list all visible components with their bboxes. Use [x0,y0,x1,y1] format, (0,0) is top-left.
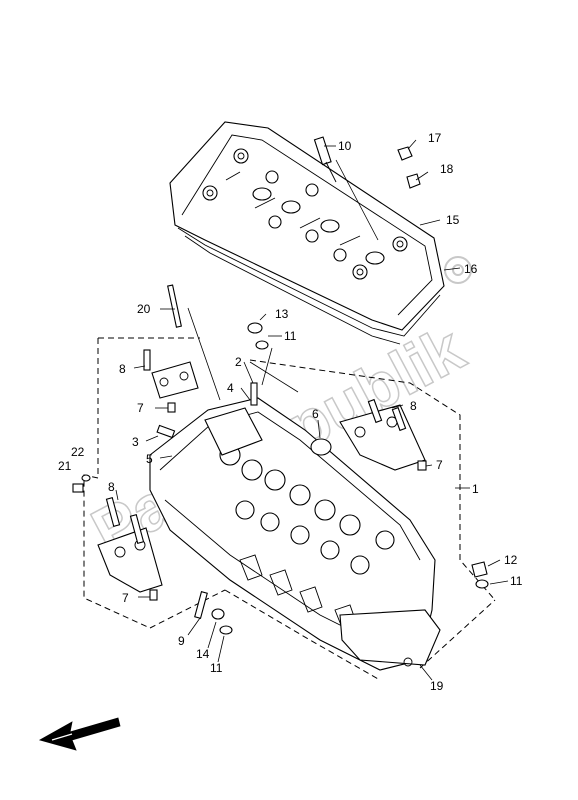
callout-13: 13 [275,307,289,321]
callout-17: 17 [428,131,442,145]
leader-lines [115,139,509,681]
washer-11-right [475,579,489,589]
callout-6: 6 [312,407,319,421]
callout-14: 14 [196,647,210,661]
callout-5: 5 [146,452,153,466]
callout-21: 21 [58,459,72,473]
bolt-21 [72,483,84,493]
callout-labels: 10 17 18 15 16 20 13 11 8 2 4 7 8 6 3 5 … [58,131,523,693]
callout-7-lower: 7 [122,591,129,605]
callout-16: 16 [464,262,478,276]
bolt-3 [156,424,176,439]
cylinder-head [149,397,441,671]
plug-14 [211,608,225,620]
cam-cap-left-lower [97,497,163,593]
plug-13 [247,322,263,334]
spark-plug [313,136,337,183]
dowel-7-right [417,460,427,471]
callout-11-top: 11 [284,329,297,343]
callout-2: 2 [235,355,242,369]
callout-18: 18 [440,162,454,176]
callout-20: 20 [137,302,151,316]
callout-10: 10 [338,139,352,153]
dowel-7-left [167,402,176,413]
callout-8-right: 8 [410,399,417,413]
dowel-7-lower [149,589,158,601]
callout-11-right: 11 [510,574,523,588]
cover-grommet [406,173,421,189]
cam-cap-right [339,398,426,471]
assembly-boundary [83,337,496,681]
callout-7-right: 7 [436,458,443,472]
callout-12: 12 [504,553,518,567]
stud-bolt-20 [167,284,182,328]
cover-bolt [397,146,413,161]
dowel-2 [250,382,258,406]
callout-1: 1 [472,482,479,496]
callout-19: 19 [430,679,444,693]
stud-9 [194,590,208,620]
callout-15: 15 [446,213,460,227]
callout-3: 3 [132,435,139,449]
callout-9: 9 [178,634,185,648]
washer-11-top [255,340,269,350]
plug-12 [471,561,488,578]
cam-cap-left-upper [143,349,199,399]
callout-8-left-upper: 8 [119,362,126,376]
callout-22: 22 [71,445,85,459]
callout-8-left-lower: 8 [108,480,115,494]
callout-4: 4 [227,381,234,395]
seal-6 [310,438,332,456]
washer-22 [81,474,91,482]
washer-11-lower [219,625,233,635]
callout-11-lower: 11 [210,661,223,675]
callout-7-upper: 7 [137,401,144,415]
cylinder-head-cover [169,121,445,345]
front-direction-arrow-icon [38,717,121,751]
